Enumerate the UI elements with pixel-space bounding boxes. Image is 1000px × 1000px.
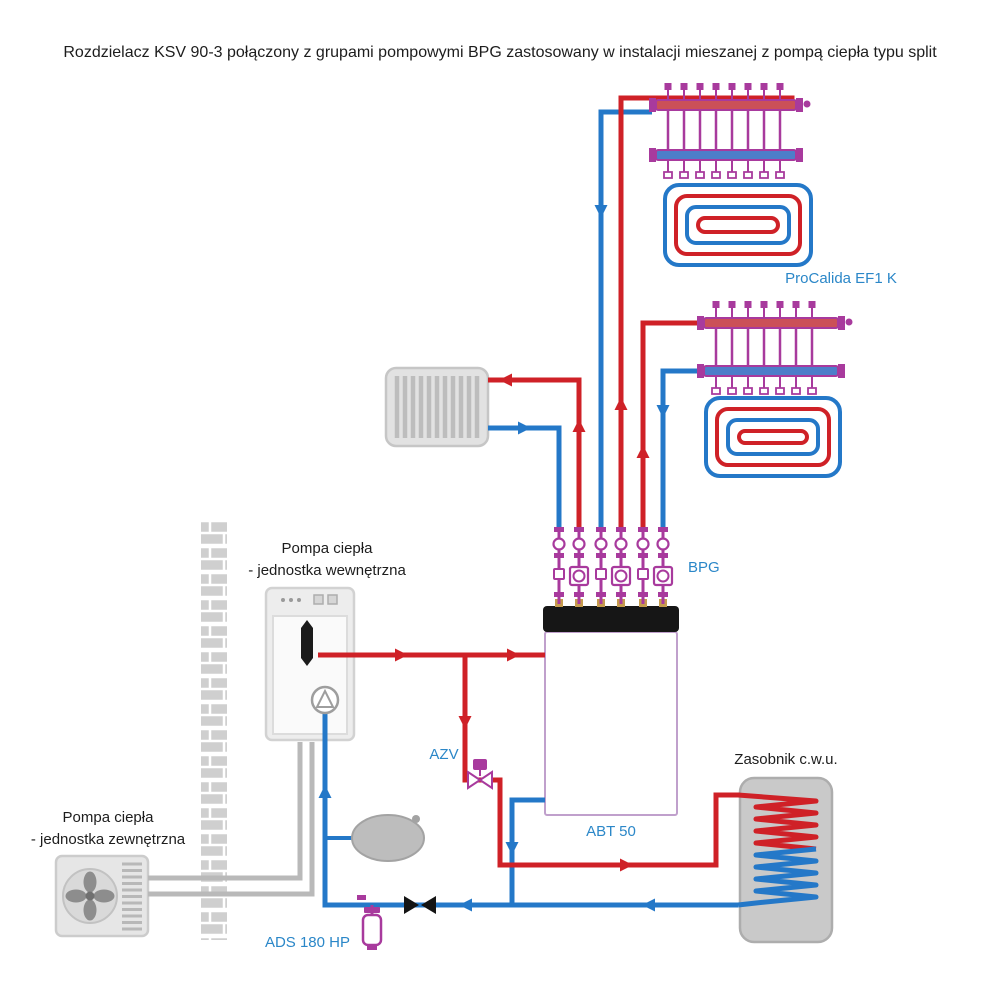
label-abt: ABT 50 xyxy=(586,823,636,840)
ads-filter xyxy=(357,895,383,950)
label-hp-outdoor-1: Pompa ciepła xyxy=(63,809,155,826)
expansion-vessel xyxy=(351,814,425,862)
floor-heating-coil-lower xyxy=(704,396,842,478)
manifold-lower xyxy=(697,301,853,395)
return-pipes-blue xyxy=(322,109,738,908)
azv-valve xyxy=(467,759,493,790)
label-hp-indoor-1: Pompa ciepła xyxy=(282,540,374,557)
dhw-tank xyxy=(737,776,834,944)
heat-pump-outdoor-unit xyxy=(54,854,150,938)
refrigerant-pipes xyxy=(148,742,315,897)
buffer-tank-abt50 xyxy=(544,631,678,816)
label-hp-outdoor-2: - jednostka zewnętrzna xyxy=(31,831,186,848)
brick-wall xyxy=(201,520,227,940)
label-ads: ADS 180 HP xyxy=(265,934,350,951)
indoor-unit-display xyxy=(281,594,338,605)
shutoff-valve xyxy=(404,896,436,914)
heat-pump-indoor-unit xyxy=(264,586,356,742)
bpg-pump-group-1 xyxy=(552,527,590,604)
heater-element-icon xyxy=(301,620,313,666)
label-dhw-tank: Zasobnik c.w.u. xyxy=(734,751,837,768)
label-bpg: BPG xyxy=(688,559,720,576)
manifold-upper xyxy=(649,83,811,179)
floor-heating-coil-upper xyxy=(663,183,813,267)
bpg-pump-group-3 xyxy=(636,527,674,604)
label-procalida: ProCalida EF1 K xyxy=(785,270,897,287)
bpg-pump-group-2 xyxy=(594,527,632,604)
radiator xyxy=(384,366,490,448)
diagram-title: Rozdzielacz KSV 90-3 połączony z grupami… xyxy=(63,44,937,61)
label-hp-indoor-2: - jednostka wewnętrzna xyxy=(248,562,406,579)
circulation-pump-icon xyxy=(310,685,340,715)
ksv-manifold xyxy=(543,606,679,632)
fan-icon xyxy=(62,868,118,924)
manifold-fittings xyxy=(555,599,667,607)
label-azv: AZV xyxy=(429,746,458,763)
